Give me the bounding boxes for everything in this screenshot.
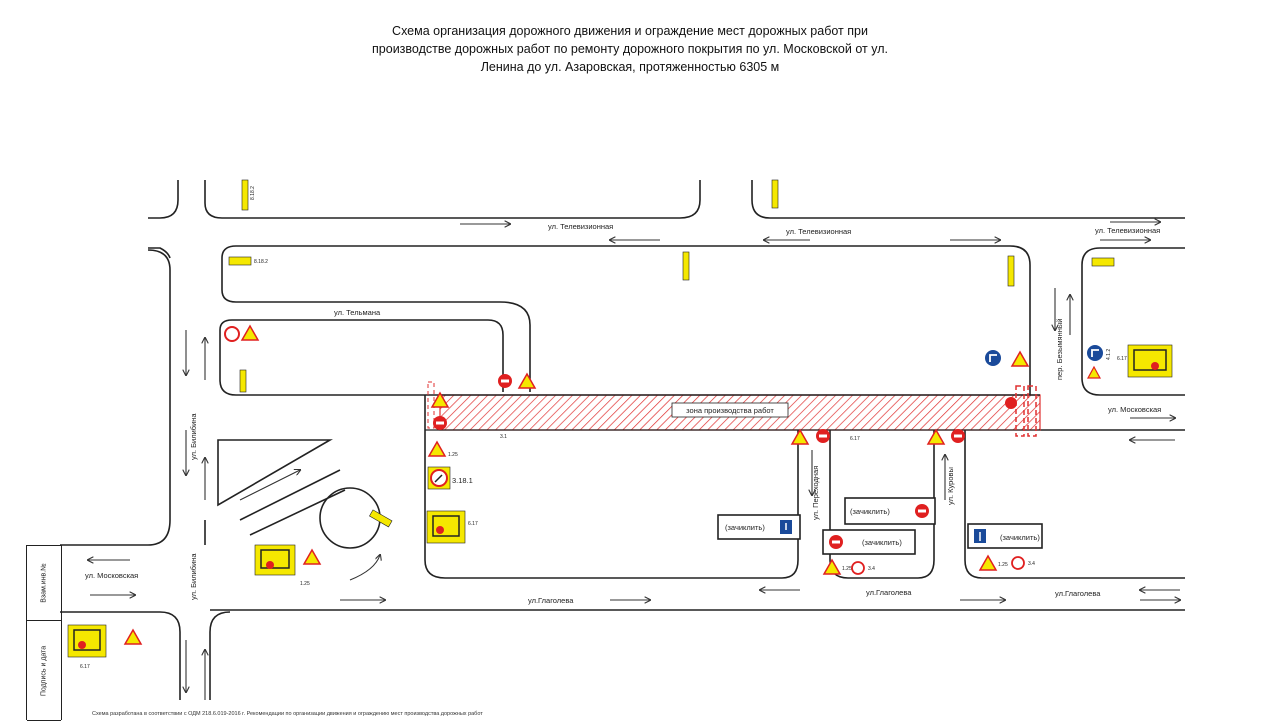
sign-8-18-2 xyxy=(771,179,779,209)
svg-text:(зачиклить): (зачиклить) xyxy=(850,507,890,516)
roadworks-sign-icon xyxy=(1086,365,1102,379)
road-network xyxy=(60,180,1185,700)
svg-text:4.1.2: 4.1.2 xyxy=(1106,349,1112,360)
roadworks-sign-icon xyxy=(517,372,537,389)
roadworks-sign-icon xyxy=(1010,350,1030,367)
street-label: ул. Телевизионная xyxy=(786,227,851,236)
work-zone-label: зона производства работ xyxy=(686,406,774,415)
stamp-text: Подпись и дата xyxy=(40,645,48,696)
roundabout xyxy=(319,487,381,549)
work-zone: зона производства работ xyxy=(425,381,1041,437)
svg-text:8.18.2: 8.18.2 xyxy=(254,259,268,265)
sign-8-18-2 xyxy=(241,179,249,211)
street-label: ул. Билибина xyxy=(189,413,198,460)
road-edge xyxy=(60,611,181,700)
street-label: ул. Тельмана xyxy=(334,308,381,317)
svg-text:(зачиклить): (зачиклить) xyxy=(1000,533,1040,542)
road-edge xyxy=(209,611,231,700)
svg-text:1.25: 1.25 xyxy=(842,566,852,572)
road-edge xyxy=(221,245,1031,395)
scheme-title: Схема организация дорожного движения и о… xyxy=(300,22,960,76)
street-label: пер. Безымянный xyxy=(1055,319,1064,380)
sign-8-18-2 xyxy=(1007,255,1015,287)
title-line: Схема организация дорожного движения и о… xyxy=(392,24,868,38)
road-signs: 8.18.2 8.18.2 1.25 3.18.1 6.17 xyxy=(67,179,1173,670)
roadworks-sign-icon xyxy=(123,628,143,645)
footnote: Схема разработана в соответствии с ОДМ 2… xyxy=(92,711,483,717)
road-edge xyxy=(219,319,504,392)
roadworks-sign-icon xyxy=(427,440,447,457)
svg-text:6.17: 6.17 xyxy=(80,664,90,670)
stamp-cell: Подпись и дата xyxy=(27,621,61,721)
road-edge xyxy=(148,180,179,219)
work-zone-label-box xyxy=(671,402,789,418)
roadworks-sign-icon xyxy=(430,391,450,408)
road-edge xyxy=(204,180,701,219)
sign-8-18-2 xyxy=(1091,257,1115,267)
svg-text:1.25: 1.25 xyxy=(998,562,1008,568)
stamp-cell: Взам.инв.№ xyxy=(27,546,61,621)
svg-text:3.4: 3.4 xyxy=(1028,561,1035,567)
street-label: ул.Глаголева xyxy=(528,596,574,605)
sign-8-18-2 xyxy=(239,369,247,393)
sign-plate xyxy=(822,529,916,555)
direction-sign-icon xyxy=(1087,345,1103,361)
stamp-text: Взам.инв.№ xyxy=(40,563,48,603)
street-label: ул. Куровы xyxy=(946,467,955,505)
no-entry-sign-icon xyxy=(1005,397,1017,409)
street-label: ул.Глаголева xyxy=(1055,589,1101,598)
svg-text:(зачиклить): (зачиклить) xyxy=(725,523,765,532)
roadworks-sign-icon xyxy=(978,554,998,571)
street-label: ул.Глаголева xyxy=(866,588,912,597)
roadworks-sign-icon xyxy=(790,428,810,445)
road-edge xyxy=(219,330,425,396)
svg-text:8.18.2: 8.18.2 xyxy=(250,186,256,200)
roadworks-sign-icon xyxy=(302,548,322,565)
svg-text:6.17: 6.17 xyxy=(850,436,860,442)
sign-8-18-2 xyxy=(228,256,252,266)
no-entry-sign-icon xyxy=(224,326,240,342)
barrier-right xyxy=(1015,385,1037,437)
street-label: ул. Телевизионная xyxy=(1095,226,1160,235)
road-edge xyxy=(964,430,1185,579)
road-edge xyxy=(751,180,1185,219)
road-edge xyxy=(1081,247,1185,396)
svg-text:6.17: 6.17 xyxy=(1117,356,1127,362)
road-edge xyxy=(148,247,171,259)
street-label: ул. Переходная xyxy=(811,466,820,520)
svg-text:6.17: 6.17 xyxy=(468,521,478,527)
street-label: ул. Московская xyxy=(85,571,138,580)
roadworks-sign-icon xyxy=(822,558,842,575)
svg-text:3.18.1: 3.18.1 xyxy=(452,476,473,485)
street-labels: ул. Телевизионная ул. Телевизионная ул. … xyxy=(85,222,1161,605)
svg-text:(зачиклить): (зачиклить) xyxy=(862,538,902,547)
direction-sign-icon xyxy=(985,350,1001,366)
sign-8-18-2 xyxy=(369,509,393,528)
roadworks-sign-icon xyxy=(240,324,260,341)
sign-8-18-2 xyxy=(682,251,690,281)
title-block-stamp: Взам.инв.№ Подпись и дата xyxy=(26,545,62,721)
direction-arrows xyxy=(88,222,1180,700)
traffic-island xyxy=(217,439,333,507)
street-label: ул. Телевизионная xyxy=(548,222,613,231)
title-line: производстве дорожных работ по ремонту д… xyxy=(372,42,888,56)
svg-text:3.4: 3.4 xyxy=(868,566,875,572)
svg-text:3.1: 3.1 xyxy=(500,434,507,440)
lane-line xyxy=(239,469,346,536)
street-label: ул. Московская xyxy=(1108,405,1161,414)
road-edge xyxy=(60,249,171,546)
road-edge xyxy=(221,270,500,303)
no-entry-sign-icon xyxy=(1011,556,1025,570)
road-edge xyxy=(424,395,799,579)
no-entry-sign-icon xyxy=(851,561,865,575)
svg-text:1.25: 1.25 xyxy=(448,452,458,458)
street-label: ул. Билибина xyxy=(189,553,198,600)
roadworks-sign-icon xyxy=(926,428,946,445)
title-line: Ленина до ул. Азаровская, протяженностью… xyxy=(480,60,780,74)
road-edge xyxy=(499,301,531,392)
svg-text:1.25: 1.25 xyxy=(300,581,310,587)
